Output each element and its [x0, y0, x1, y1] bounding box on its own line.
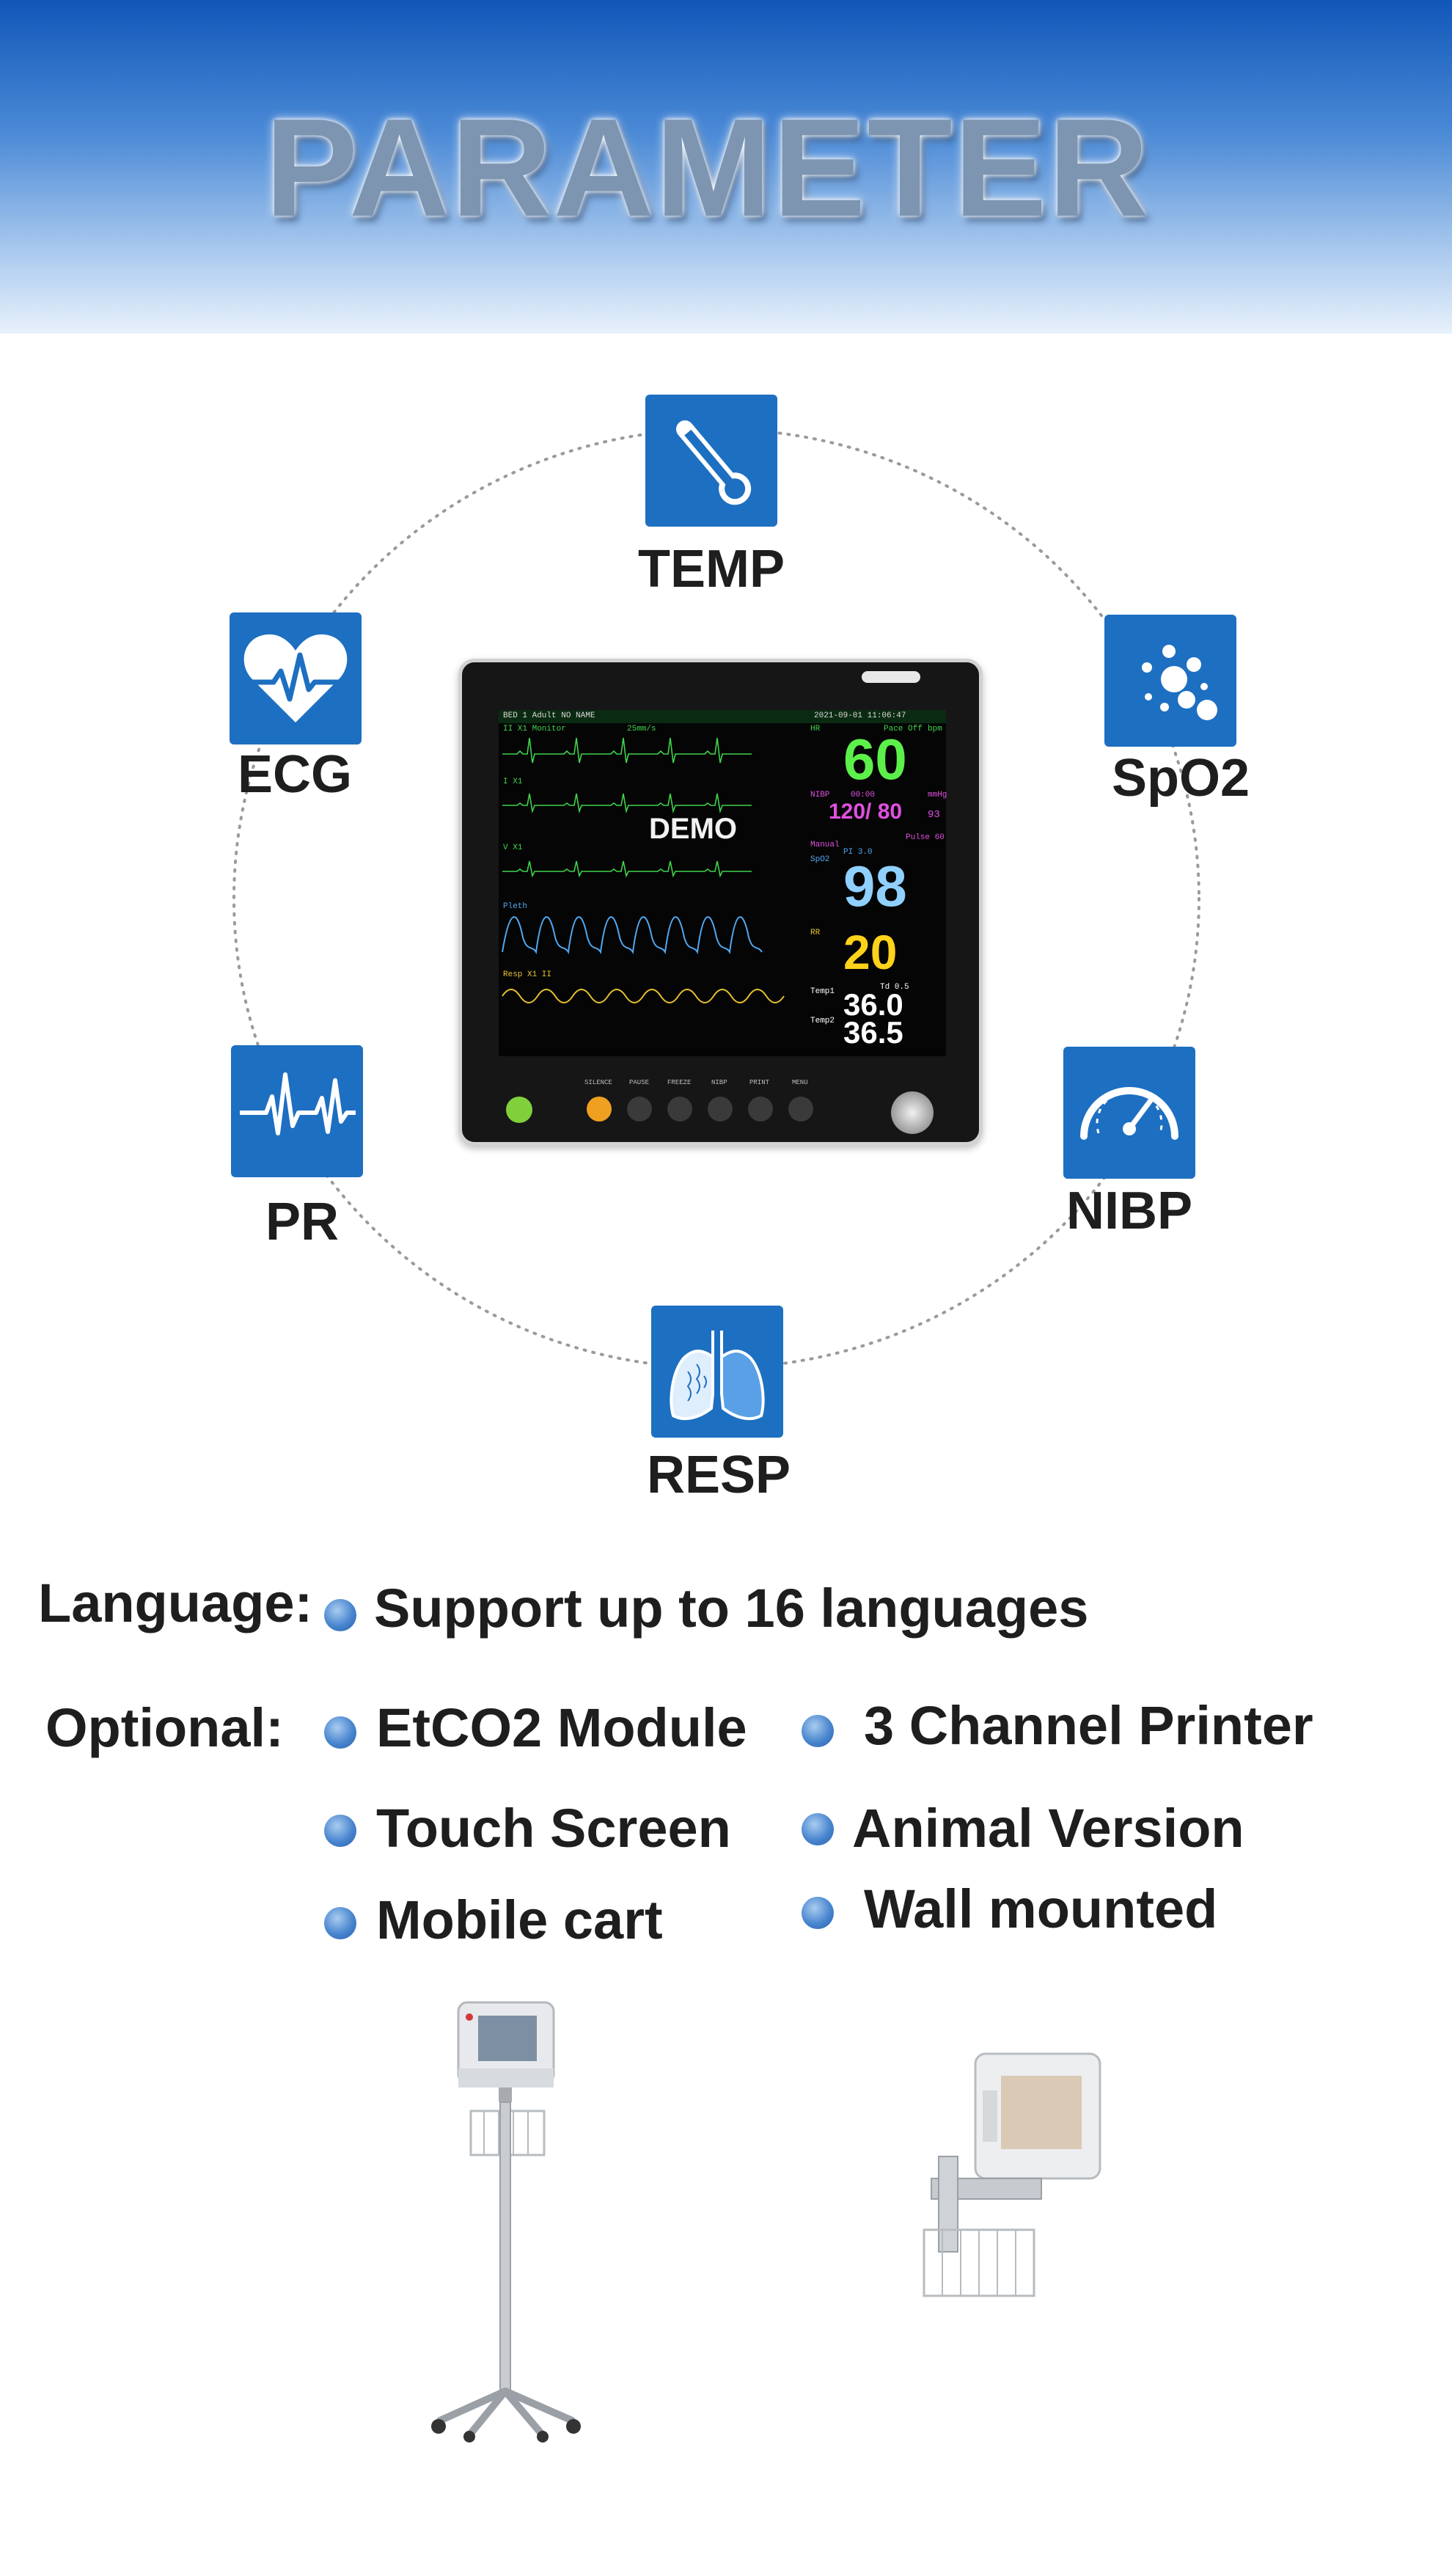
wall-mounted-image	[923, 2052, 1101, 2297]
print-button[interactable]	[748, 1097, 773, 1121]
freeze-button[interactable]	[667, 1097, 692, 1121]
param-pr-label: PR	[265, 1193, 340, 1251]
temp2-label: Temp2	[810, 1017, 835, 1025]
optional-item: Mobile cart	[376, 1889, 663, 1950]
param-spo2-label: SpO2	[1111, 749, 1250, 808]
bullet-icon	[324, 1815, 356, 1847]
demo-watermark: DEMO	[649, 813, 737, 845]
nibp-time: 00:00	[851, 791, 876, 799]
label-pause: PAUSE	[629, 1079, 650, 1086]
bubbles-icon	[1104, 615, 1236, 747]
monitor-handle	[862, 671, 920, 683]
label-menu: MENU	[792, 1079, 808, 1086]
nibp-unit: mmHg	[928, 791, 947, 799]
temp1-value: 36.0	[843, 987, 903, 1022]
header-banner: PARAMETER	[0, 0, 1452, 334]
temp-diff: Td 0.5	[880, 983, 909, 992]
rr-value: 20	[843, 925, 898, 979]
spo2-value: 98	[843, 854, 907, 918]
nibp-mode: Manual	[810, 841, 840, 849]
pulse-wave-icon	[231, 1045, 363, 1177]
power-button[interactable]	[506, 1097, 532, 1123]
optional-item: EtCO2 Module	[376, 1697, 747, 1758]
alarm-silence-button[interactable]	[587, 1097, 612, 1121]
optional-label: Optional:	[45, 1697, 284, 1758]
optional-item: Touch Screen	[376, 1798, 731, 1859]
param-pr	[231, 1045, 363, 1177]
screen-header-left: BED 1 Adult NO NAME	[503, 711, 595, 720]
mobile-cart-image	[431, 2001, 581, 2443]
patient-monitor: BED 1 Adult NO NAME 2021-09-01 11:06:47 …	[458, 659, 983, 1146]
pace-status: Pace Off	[884, 725, 923, 733]
monitor-screen: BED 1 Adult NO NAME 2021-09-01 11:06:47 …	[499, 710, 947, 1056]
nibp-button[interactable]	[708, 1097, 733, 1121]
bullet-icon	[324, 1907, 356, 1939]
label-silence: SILENCE	[584, 1079, 612, 1086]
param-resp	[651, 1306, 783, 1438]
spo2-label: SpO2	[810, 855, 830, 864]
optional-item: Wall mounted	[864, 1878, 1218, 1939]
heart-ecg-icon	[230, 612, 362, 744]
param-nibp-label: NIBP	[1066, 1182, 1193, 1240]
param-spo2	[1104, 615, 1236, 747]
nibp-mean: 93	[928, 809, 940, 821]
page-title: PARAMETER	[265, 90, 1151, 246]
pause-button[interactable]	[627, 1097, 652, 1121]
hr-unit: bpm	[928, 725, 942, 733]
language-value: Support up to 16 languages	[374, 1578, 1089, 1639]
gauge-icon	[1063, 1047, 1195, 1179]
ecg-lead-3-label: V X1	[503, 844, 523, 852]
waveforms	[502, 737, 785, 1003]
nibp-pulse: Pulse 60	[906, 833, 945, 842]
resp-wave-label: Resp X1 II	[503, 970, 552, 979]
optional-item: Animal Version	[852, 1798, 1244, 1859]
lungs-icon	[651, 1306, 783, 1438]
bullet-icon	[802, 1813, 834, 1845]
menu-button[interactable]	[788, 1097, 813, 1121]
nibp-label: NIBP	[810, 791, 830, 799]
bullet-icon	[324, 1599, 356, 1631]
bullet-icon	[802, 1715, 834, 1747]
label-nibp: NIBP	[711, 1079, 727, 1086]
hr-label: HR	[810, 725, 821, 733]
screen-header-right: 2021-09-01 11:06:47	[814, 711, 906, 720]
label-print: PRINT	[749, 1079, 770, 1086]
bullet-icon	[324, 1716, 356, 1749]
hr-value: 60	[843, 727, 907, 791]
ecg-lead-2-label: I X1	[503, 777, 523, 786]
param-temp-label: TEMP	[637, 540, 785, 599]
pleth-label: Pleth	[503, 902, 528, 911]
temp2-value: 36.5	[843, 1015, 903, 1050]
language-label: Language:	[38, 1573, 313, 1633]
label-freeze: FREEZE	[667, 1079, 692, 1086]
optional-item: 3 Channel Printer	[864, 1695, 1313, 1756]
param-ecg-label: ECG	[237, 745, 353, 804]
param-ecg	[230, 612, 362, 744]
spo2-pi: PI 3.0	[843, 848, 873, 857]
param-temp	[645, 395, 777, 527]
param-nibp	[1063, 1047, 1195, 1179]
thermometer-icon	[645, 395, 777, 527]
sweep-speed: 25mm/s	[627, 725, 656, 733]
ecg-lead-1-label: II X1 Monitor	[503, 725, 566, 733]
screen-header-bar	[499, 710, 946, 723]
param-resp-label: RESP	[646, 1446, 791, 1504]
nibp-value: 120/ 80	[829, 799, 903, 824]
temp1-label: Temp1	[810, 987, 835, 996]
rotary-knob[interactable]	[891, 1091, 934, 1134]
rr-label: RR	[810, 929, 821, 937]
bullet-icon	[802, 1897, 834, 1929]
